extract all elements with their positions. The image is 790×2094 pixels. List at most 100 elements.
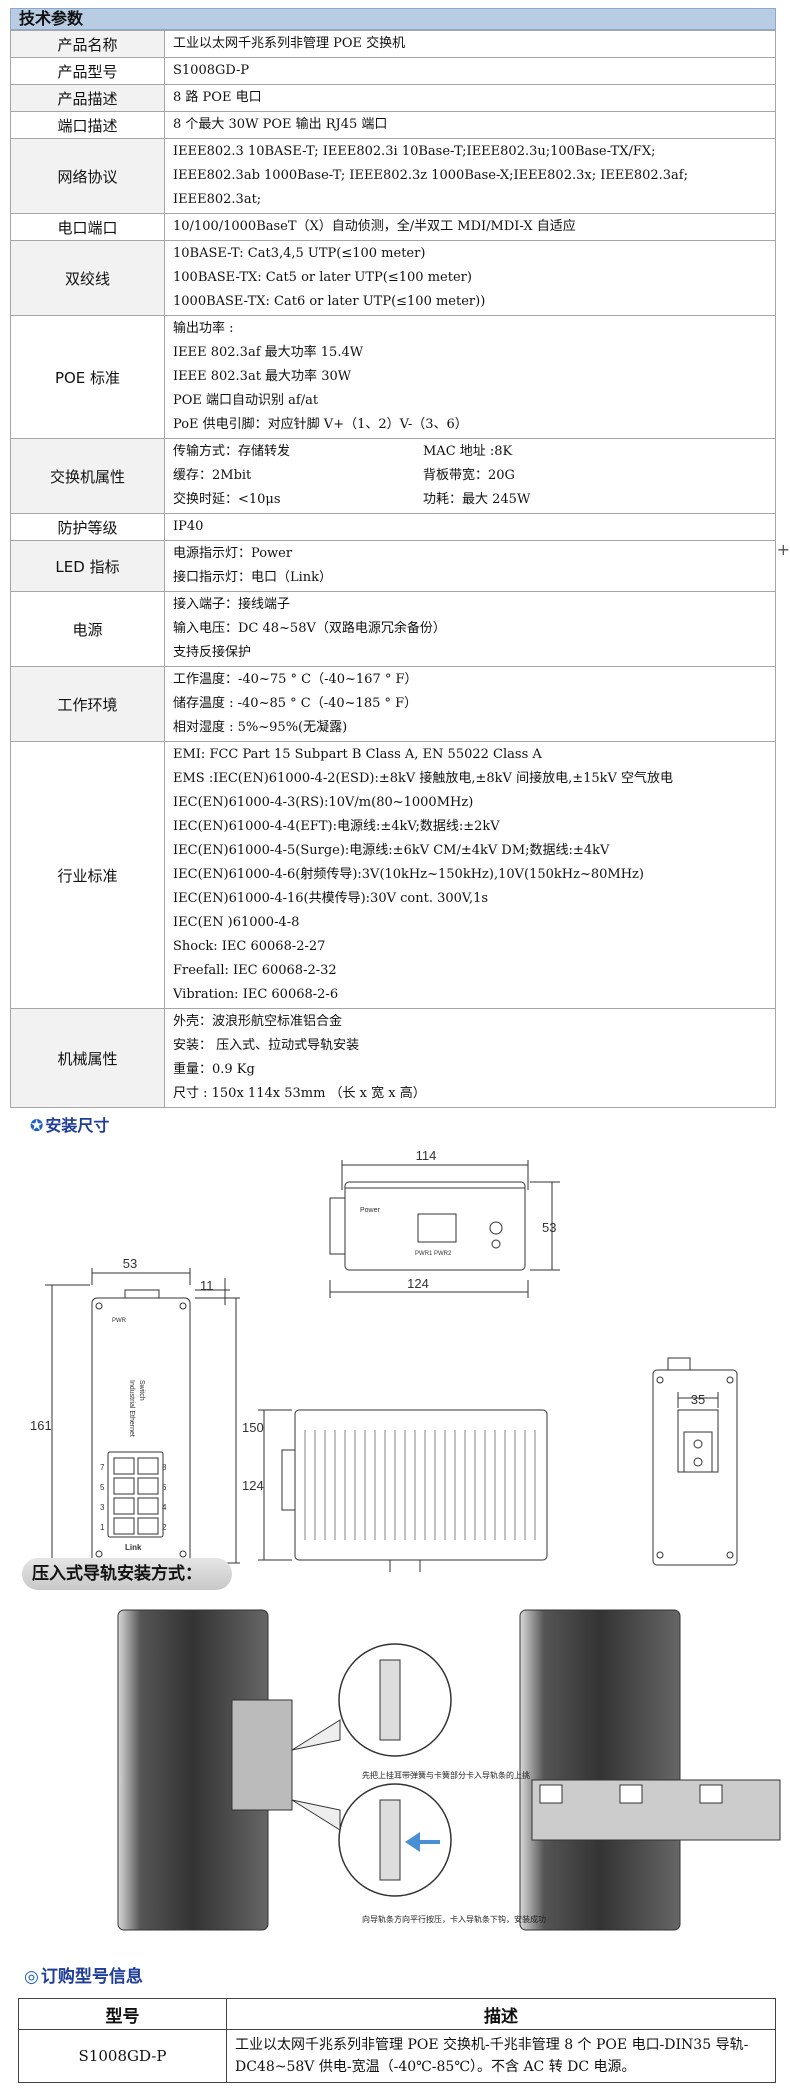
spec-value-line: IEC(EN)61000-4-4(EFT):电源线:±4kV;数据线:±2kV xyxy=(173,819,500,834)
spec-value-cell: 交换时延：<10μs xyxy=(173,492,281,507)
spec-value: S1008GD-P xyxy=(164,57,776,85)
spec-value-line: S1008GD-P xyxy=(173,63,250,78)
spec-key: 产品型号 xyxy=(10,57,165,85)
spec-value-line: EMI: FCC Part 15 Subpart B Class A, EN 5… xyxy=(173,747,542,762)
spec-value-cell: 功耗：最大 245W xyxy=(423,492,531,507)
spec-row: 电源接入端子：接线端子输入电压：DC 48~58V（双路电源冗余备份）支持反接保… xyxy=(10,591,776,667)
spec-header: 技术参数 xyxy=(10,8,776,30)
spec-value-line: Freefall: IEC 60068-2-32 xyxy=(173,963,337,978)
dimension-drawings: 114 53 124 Power PWR1 PWR2 53 11 161 150… xyxy=(30,1148,738,1572)
port-num: 8 xyxy=(162,1463,167,1472)
spec-key: 产品名称 xyxy=(10,30,165,58)
spec-value-line: 尺寸 : 150x 114x 53mm （长 x 宽 x 高） xyxy=(173,1086,426,1101)
install-title-text: 安装尺寸 xyxy=(45,1116,110,1135)
spec-key: 交换机属性 xyxy=(10,438,165,514)
spec-value-line: PoE 供电引脚：对应针脚 V+（1、2）V-（3、6） xyxy=(173,417,468,432)
spec-value-cell: 缓存：2Mbit xyxy=(173,468,252,483)
spec-value-line: 安装： 压入式、拉动式导轨安装 xyxy=(173,1038,360,1053)
dim-top-height: 53 xyxy=(542,1220,556,1235)
top-view xyxy=(329,1160,560,1298)
spec-value-line: IEC(EN)61000-4-16(共模传导):30V cont. 300V,1… xyxy=(173,891,489,906)
spec-value: 接入端子：接线端子输入电压：DC 48~58V（双路电源冗余备份）支持反接保护 xyxy=(164,591,776,667)
spec-value-line: 接入端子：接线端子 xyxy=(173,597,291,612)
spec-value-line: 工业以太网千兆系列非管理 POE 交换机 xyxy=(173,36,406,51)
spec-value: EMI: FCC Part 15 Subpart B Class A, EN 5… xyxy=(164,741,776,1009)
spec-value-line: 8 个最大 30W POE 输出 RJ45 端口 xyxy=(173,117,388,132)
spec-value-line: IEEE802.3ab 1000Base-T; IEEE802.3z 1000B… xyxy=(173,168,688,183)
port-num: 1 xyxy=(100,1523,105,1532)
spec-value: 10/100/1000BaseT（X）自动侦测，全/半双工 MDI/MDI-X … xyxy=(164,213,776,241)
spec-value-cell: MAC 地址 :8K xyxy=(423,444,513,459)
spec-value-line: IEC(EN)61000-4-5(Surge):电源线:±6kV CM/±4kV… xyxy=(173,843,610,858)
spec-value: 工作温度：-40~75 ° C（-40~167 ° F） 储存温度 : -40~8… xyxy=(164,666,776,742)
port-num: 5 xyxy=(100,1483,105,1492)
front-pwr-label: PWR xyxy=(112,1318,127,1324)
dim-top-width: 114 xyxy=(416,1148,437,1163)
bullet-icon: ✪ xyxy=(30,1116,44,1135)
order-head-desc: 描述 xyxy=(226,1998,776,2030)
spec-row: 网络协议 IEEE802.3 10BASE-T; IEEE802.3i 10Bas… xyxy=(10,138,776,214)
order-title: ◎订购型号信息 xyxy=(24,1962,143,1987)
spec-value-line: 8 路 POE 电口 xyxy=(173,90,262,105)
front-view xyxy=(45,1268,240,1569)
port-num: 4 xyxy=(162,1503,167,1512)
dim-front-top: 11 xyxy=(200,1278,214,1293)
port-num: 6 xyxy=(162,1483,167,1492)
spec-value-line: 电源指示灯：Power xyxy=(173,546,293,561)
spec-value-line: 接口指示灯：电口（Link） xyxy=(173,570,333,585)
rail-step1: 先把上挂耳带弹簧与卡簧部分卡入导轨条的上挑 xyxy=(362,1770,530,1780)
rail-step2: 向导轨条方向平行按压，卡入导轨条下钩，安装成功 xyxy=(362,1914,546,1924)
spec-row: 机械属性外壳：波浪形航空标准铝合金安装： 压入式、拉动式导轨安装重量：0.9 K… xyxy=(10,1008,776,1108)
spec-key: 工作环境 xyxy=(10,666,165,742)
port-num: 7 xyxy=(100,1463,105,1472)
bullet-icon: ◎ xyxy=(24,1967,39,1987)
spec-key: 机械属性 xyxy=(10,1008,165,1108)
port-num: 3 xyxy=(100,1503,105,1512)
spec-value-cell: 传输方式：存储转发 xyxy=(173,444,291,459)
spec-row: LED 指标电源指示灯：Power 接口指示灯：电口（Link） xyxy=(10,540,776,592)
dim-rail: 35 xyxy=(691,1392,705,1407)
dim-side-depth: 124 xyxy=(242,1478,264,1493)
front-link-label: Link xyxy=(125,1543,142,1552)
spec-row: 产品型号 S1008GD-P xyxy=(10,57,776,85)
spec-value: IP40 xyxy=(164,513,776,541)
spec-value-line: 重量：0.9 Kg xyxy=(173,1062,255,1077)
spec-key: POE 标准 xyxy=(10,315,165,439)
spec-value-line: Vibration: IEC 60068-2-6 xyxy=(173,987,339,1002)
front-brand2: Switch xyxy=(138,1380,145,1401)
dim-side-height: 150 xyxy=(242,1420,264,1435)
spec-value-line: Shock: IEC 60068-2-27 xyxy=(173,939,326,954)
spec-value-line: 储存温度 : -40~85 ° C（-40~185 ° F） xyxy=(173,696,418,711)
spec-value: 10BASE-T: Cat3,4,5 UTP(≤100 meter)100BAS… xyxy=(164,240,776,316)
spec-key: LED 指标 xyxy=(10,540,165,592)
spec-value-line: IEEE802.3 10BASE-T; IEEE802.3i 10Base-T;… xyxy=(173,144,656,159)
spec-row: 交换机属性传输方式：存储转发 MAC 地址 :8K 缓存：2Mbit 背板带宽：20G… xyxy=(10,438,776,514)
order-head-model: 型号 xyxy=(18,1998,227,2030)
spec-value: 8 个最大 30W POE 输出 RJ45 端口 xyxy=(164,111,776,139)
spec-key: 防护等级 xyxy=(10,513,165,541)
spec-value-line: IEEE 802.3af 最大功率 15.4W xyxy=(173,345,364,360)
spec-value: 电源指示灯：Power 接口指示灯：电口（Link） xyxy=(164,540,776,592)
side-view xyxy=(258,1409,548,1572)
front-brand1: Industrial Ethernet xyxy=(128,1380,135,1437)
spec-value-line: 1000BASE-TX: Cat6 or later UTP(≤100 mete… xyxy=(173,294,486,309)
spec-value-cell: 背板带宽：20G xyxy=(423,468,515,483)
plus-icon[interactable]: + xyxy=(776,540,790,559)
spec-value-line: IEEE 802.3at 最大功率 30W xyxy=(173,369,352,384)
port-num: 2 xyxy=(162,1523,167,1532)
rail-view xyxy=(652,1357,738,1566)
rail-install-illustration: 先把上挂耳带弹簧与卡簧部分卡入导轨条的上挑 向导轨条方向平行按压，卡入导轨条下钩… xyxy=(117,1609,781,1931)
order-model: S1008GD-P xyxy=(18,2029,227,2083)
spec-value-line: 输入电压：DC 48~58V（双路电源冗余备份） xyxy=(173,621,446,636)
spec-value: 工业以太网千兆系列非管理 POE 交换机 xyxy=(164,30,776,58)
spec-key: 电口端口 xyxy=(10,213,165,241)
spec-value-line: 工作温度：-40~75 ° C（-40~167 ° F） xyxy=(173,672,418,687)
spec-key: 网络协议 xyxy=(10,138,165,214)
